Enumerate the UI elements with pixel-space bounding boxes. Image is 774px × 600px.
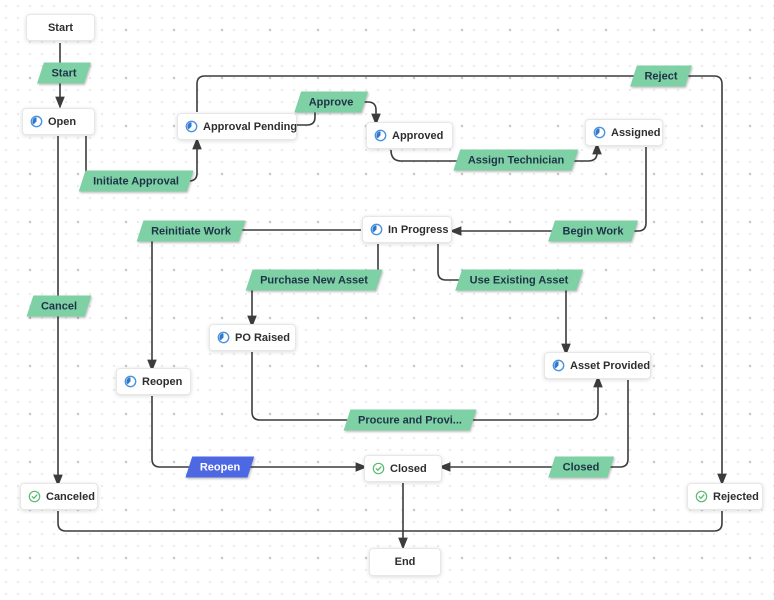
check-circle-icon [28, 490, 41, 503]
state-node-in-progress[interactable]: In Progress [362, 216, 452, 243]
state-node-label: PO Raised [235, 331, 291, 344]
state-node-closed[interactable]: Closed [364, 455, 442, 482]
transition-label-text: Procure and Provi... [358, 414, 462, 426]
state-node-po-raised[interactable]: PO Raised [209, 324, 296, 351]
transition-label-t-start[interactable]: Start [37, 62, 91, 84]
state-node-assigned[interactable]: Assigned [585, 119, 663, 146]
transition-label-t-reopen[interactable]: Reopen [185, 456, 255, 478]
pie-clock-icon [124, 375, 137, 388]
transition-label-text: Approve [308, 96, 354, 108]
transition-label-t-approve[interactable]: Approve [294, 91, 368, 113]
pie-clock-icon [374, 129, 387, 142]
transition-label-t-reinitiate-work[interactable]: Reinitiate Work [136, 220, 246, 242]
edge-approval-pending-rejected [196, 75, 727, 486]
transition-label-t-procure[interactable]: Procure and Provi... [343, 409, 477, 431]
transition-label-text: Closed [562, 461, 600, 473]
check-circle-icon [695, 490, 708, 503]
state-node-label: Closed [390, 462, 427, 475]
state-node-label: End [394, 556, 416, 568]
edge-assigned-in-progress [449, 147, 647, 236]
state-node-label: Assigned [611, 126, 661, 139]
state-node-label: In Progress [388, 223, 449, 236]
pie-clock-icon [370, 223, 383, 236]
transition-label-text: Purchase New Asset [260, 274, 368, 286]
transition-label-t-closed[interactable]: Closed [548, 456, 614, 478]
state-node-rejected[interactable]: Rejected [687, 483, 763, 510]
edge-asset-provided-closed [438, 380, 629, 472]
state-node-start[interactable]: Start [26, 14, 95, 41]
transition-label-t-purchase-new-asset[interactable]: Purchase New Asset [245, 269, 383, 291]
state-node-canceled[interactable]: Canceled [20, 483, 98, 510]
state-node-label: Approval Pending [203, 120, 298, 133]
state-node-approval-pending[interactable]: Approval Pending [177, 113, 297, 140]
transition-label-t-initiate-approval[interactable]: Initiate Approval [78, 170, 194, 192]
edge-rejected-end [403, 511, 723, 532]
state-node-open[interactable]: Open [22, 108, 95, 135]
transition-label-t-cancel[interactable]: Cancel [26, 295, 92, 317]
edge-in-progress-asset-provided [437, 244, 571, 356]
state-node-reopen[interactable]: Reopen [116, 368, 191, 395]
pie-clock-icon [217, 331, 230, 344]
state-node-label: Start [47, 21, 74, 34]
transition-label-text: Use Existing Asset [469, 274, 569, 286]
transition-label-text: Start [51, 67, 77, 79]
transition-label-t-reject[interactable]: Reject [630, 65, 692, 87]
pie-clock-icon [185, 120, 198, 133]
pie-clock-icon [30, 115, 43, 128]
transition-label-text: Reopen [199, 461, 241, 473]
state-node-label: Reopen [142, 375, 183, 388]
transition-label-text: Reinitiate Work [151, 225, 231, 237]
state-node-label: Canceled [46, 490, 95, 503]
pie-clock-icon [552, 359, 565, 372]
transition-label-text: Initiate Approval [93, 175, 179, 187]
state-node-approved[interactable]: Approved [366, 122, 453, 149]
transition-label-t-assign-technician[interactable]: Assign Technician [453, 149, 579, 171]
transition-label-text: Cancel [40, 300, 78, 312]
state-node-label: Open [48, 115, 77, 128]
state-node-label: Asset Provided [570, 359, 651, 372]
pie-clock-icon [593, 126, 606, 139]
transition-label-t-use-existing-asset[interactable]: Use Existing Asset [455, 269, 583, 291]
edge-approved-assigned [390, 142, 602, 162]
edge-reopen-closed [151, 396, 368, 472]
state-node-asset-provided[interactable]: Asset Provided [544, 352, 651, 379]
edge-canceled-end [57, 511, 403, 532]
check-circle-icon [372, 462, 385, 475]
transition-label-t-begin-work[interactable]: Begin Work [548, 220, 638, 242]
transition-label-text: Reject [644, 70, 678, 82]
state-node-label: Rejected [713, 490, 759, 503]
state-node-end[interactable]: End [369, 548, 441, 576]
state-node-label: Approved [392, 129, 444, 142]
transition-label-text: Assign Technician [467, 154, 565, 166]
transition-label-text: Begin Work [562, 225, 624, 237]
